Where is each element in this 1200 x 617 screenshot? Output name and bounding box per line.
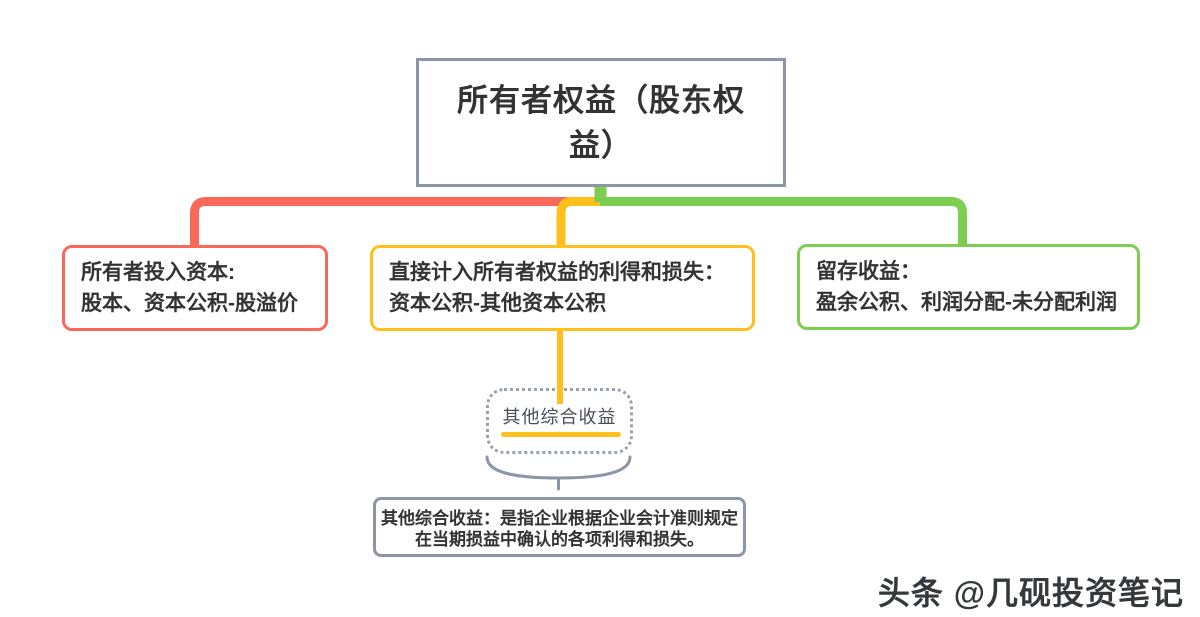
branch-node-invested-capital: 所有者投入资本: 股本、资本公积-股溢价	[62, 245, 328, 331]
branch-invested-capital-title: 所有者投入资本:	[81, 261, 235, 284]
branch-retained-earnings-detail: 盈余公积、利润分配-未分配利润	[816, 291, 1117, 314]
branch-direct-gains-losses-title: 直接计入所有者权益的利得和损失：	[389, 261, 725, 284]
oci-underline	[501, 432, 621, 437]
watermark-byline: 头条 @几砚投资笔记	[877, 575, 1184, 611]
oci-definition-note: 其他综合收益：是指企业根据企业会计准则规定 在当期损益中确认的各项利得和损失。	[373, 497, 746, 557]
oci-definition-line2: 在当期损益中确认的各项利得和损失。	[415, 530, 704, 549]
branch-node-retained-earnings: 留存收益： 盈余公积、利润分配-未分配利润	[797, 244, 1140, 330]
oci-definition-line1: 其他综合收益：是指企业根据企业会计准则规定	[381, 509, 738, 528]
branch-invested-capital-detail: 股本、资本公积-股溢价	[81, 292, 298, 315]
branch-direct-gains-losses-detail: 资本公积-其他资本公积	[389, 292, 606, 315]
root-node-label-line2: 益）	[569, 127, 633, 163]
branch-node-direct-gains-losses: 直接计入所有者权益的利得和损失： 资本公积-其他资本公积	[370, 245, 755, 331]
connector-left-red	[190, 197, 601, 248]
branch-retained-earnings-title: 留存收益：	[816, 260, 921, 283]
connector-right-green	[600, 197, 967, 247]
root-node-label-line1: 所有者权益（股东权	[457, 82, 745, 118]
connector-middle-yellow	[556, 197, 601, 248]
brace-under-oci	[485, 455, 632, 491]
root-node-owners-equity: 所有者权益（股东权 益）	[416, 58, 786, 187]
oci-node-label: 其他综合收益	[502, 407, 617, 427]
